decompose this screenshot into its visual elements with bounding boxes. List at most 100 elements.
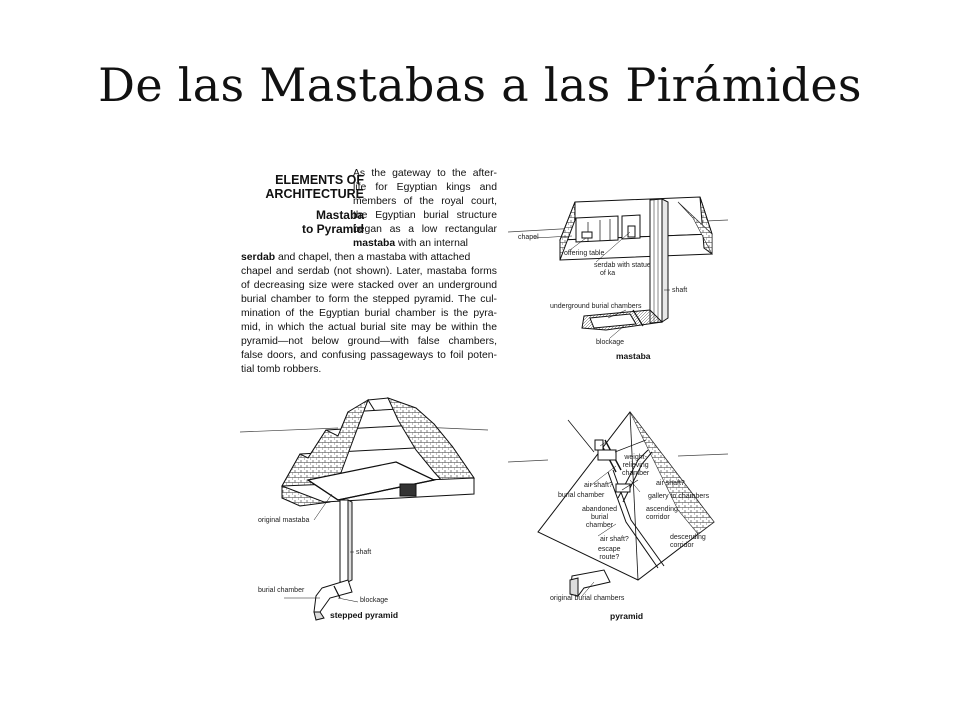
abandoned-chamber: [615, 483, 631, 493]
offering-leader: [569, 237, 587, 251]
label-chapel: chapel: [518, 234, 539, 241]
mastaba-keyword: mastaba: [353, 238, 396, 249]
descending-corridor: [607, 471, 659, 569]
label-weight-2: relieving: [622, 462, 649, 469]
air-shaft-south: [614, 439, 647, 453]
heading-line-2: ARCHITECTURE: [265, 187, 364, 201]
label-descending-2: corridor: [670, 542, 694, 549]
subheading-line-1: Mastaba: [315, 208, 364, 222]
mastaba-left-face: [559, 201, 576, 261]
label-serdab-2: of ka: [600, 270, 616, 277]
label-stepped-blockage: blockage: [360, 597, 389, 604]
body-text-bottom: serdab and chapel, then a mastaba with a…: [241, 251, 497, 377]
pyramid-right-face-stones: [629, 411, 715, 535]
body-line: chapel and serdab (not shown). Later, ma…: [241, 266, 497, 277]
label-descending-corridor: descending corridor: [670, 534, 706, 550]
label-mastaba-shaft: shaft: [672, 287, 688, 294]
burial-leader: [607, 309, 627, 319]
label-ascending-corridor: ascending corridor: [646, 506, 678, 522]
label-descending-1: descending: [670, 534, 706, 541]
body-line: mid, in which the actual burial site may…: [241, 322, 497, 333]
elements-of-architecture-text: ELEMENTS OF ARCHITECTURE Mastaba to Pyra…: [238, 164, 500, 392]
mastaba-shaft-front: [649, 198, 663, 324]
body-line: burial chamber to form the stepped pyram…: [241, 294, 497, 305]
stepped-burial-chamber: [313, 579, 353, 613]
label-abandoned-2: burial: [590, 514, 609, 521]
label-abandoned-3: chamber: [585, 522, 614, 529]
label-offering-table: offering table: [564, 250, 605, 257]
body-line: false doors, and confusing passageways t…: [241, 350, 497, 361]
ka-statue: [627, 225, 636, 238]
label-original-mastaba: original mastaba: [258, 517, 310, 524]
stepped-doorway: [399, 483, 417, 497]
label-weight-relieving: weight- relieving chamber: [622, 454, 649, 478]
label-mastaba-blockage: blockage: [596, 339, 625, 346]
label-weight-1: weight-: [624, 454, 647, 461]
label-gallery: gallery to chambers: [648, 493, 710, 500]
diagrams-svg: [239, 196, 729, 621]
mastaba-rest: with an internal: [395, 238, 468, 249]
label-air-shaft-2: air shaft?: [656, 480, 685, 487]
label-original-burial-chambers: original burial chambers: [550, 595, 625, 602]
label-abandoned-1: abandoned: [582, 506, 618, 513]
body-line: mination of the Egyptian burial chamber …: [241, 308, 497, 319]
label-underground-chambers: underground burial chambers: [550, 303, 642, 310]
label-pyramid-burial-chamber: burial chamber: [558, 492, 605, 499]
serdab-leader: [595, 231, 631, 263]
label-weight-3: chamber: [622, 470, 650, 477]
caption-pyramid: pyramid: [610, 611, 644, 621]
stepped-blockage-mark: [333, 585, 341, 599]
stepped-pyramid-diagram: [239, 397, 489, 621]
pyramid-ground-line: [507, 453, 729, 463]
serdab-keyword: serdab: [241, 252, 276, 263]
weight-relieving-chamber: [594, 439, 604, 451]
stepped-left-face: [281, 398, 369, 507]
slide-title: De las Mastabas a las Pirámides: [98, 58, 862, 112]
offering-table: [581, 231, 593, 239]
caption-stepped-pyramid: stepped pyramid: [330, 610, 399, 620]
label-stepped-burial-chamber: burial chamber: [258, 587, 305, 594]
subheading-line-2: to Pyramid: [301, 222, 364, 236]
body-line: the Egyptian burial structure: [353, 210, 497, 221]
eoa-subheading: Mastaba to Pyramid: [256, 208, 364, 236]
original-mastaba-leader: [313, 493, 333, 521]
eoa-heading: ELEMENTS OF ARCHITECTURE: [256, 173, 364, 201]
label-air-shaft-3: air shaft?: [600, 536, 629, 543]
pyramid-edge: [629, 411, 639, 581]
label-escape-route: escape route?: [598, 546, 621, 562]
blockage-leader: [609, 325, 625, 339]
label-serdab-1: serdab with statue: [594, 262, 651, 269]
body-line: tial tomb robbers.: [241, 364, 322, 375]
label-abandoned-chamber: abandoned burial chamber: [582, 506, 617, 530]
body-text-top: As the gateway to the after- life for Eg…: [353, 167, 497, 251]
stepped-chamber-end: [313, 611, 325, 621]
body-line-serdab: serdab and chapel, then a mastaba with a…: [241, 251, 497, 265]
label-stepped-shaft: shaft: [356, 549, 372, 556]
label-ascending-2: corridor: [646, 514, 670, 521]
burial-chamber-inner: [589, 313, 637, 329]
mastaba-hatched-wall: [677, 201, 713, 255]
mastaba-shaft-side: [661, 198, 669, 323]
stepped-shaft-side: [347, 499, 353, 583]
label-air-shaft-1: air shaft?: [584, 482, 613, 489]
stepped-shaft: [339, 499, 349, 583]
chapel-leader: [533, 235, 573, 239]
body-line-mastaba: mastaba with an internal: [353, 237, 497, 251]
label-escape-2: route?: [599, 554, 620, 561]
label-ascending-1: ascending: [646, 506, 678, 513]
body-line: pyramid—not below ground—with false cham…: [241, 336, 497, 347]
label-escape-1: escape: [598, 546, 621, 553]
mastaba-diagram: [507, 196, 729, 339]
kings-chamber: [597, 449, 617, 461]
caption-mastaba: mastaba: [616, 351, 651, 361]
stepped-blockage-leader: [337, 597, 359, 603]
air-shaft-north: [567, 419, 595, 453]
body-line: members of the royal court,: [353, 196, 497, 207]
shaft-lines: [649, 199, 659, 322]
blockage-mark: [632, 309, 644, 327]
heading-line-1: ELEMENTS OF: [275, 173, 364, 187]
pyramid-diagram: [507, 411, 729, 597]
body-line: As the gateway to the after-: [353, 168, 497, 179]
serdab-rest: and chapel, then a mastaba with attached: [275, 252, 471, 263]
body-line: of decreasing size were stacked over an …: [241, 280, 497, 291]
